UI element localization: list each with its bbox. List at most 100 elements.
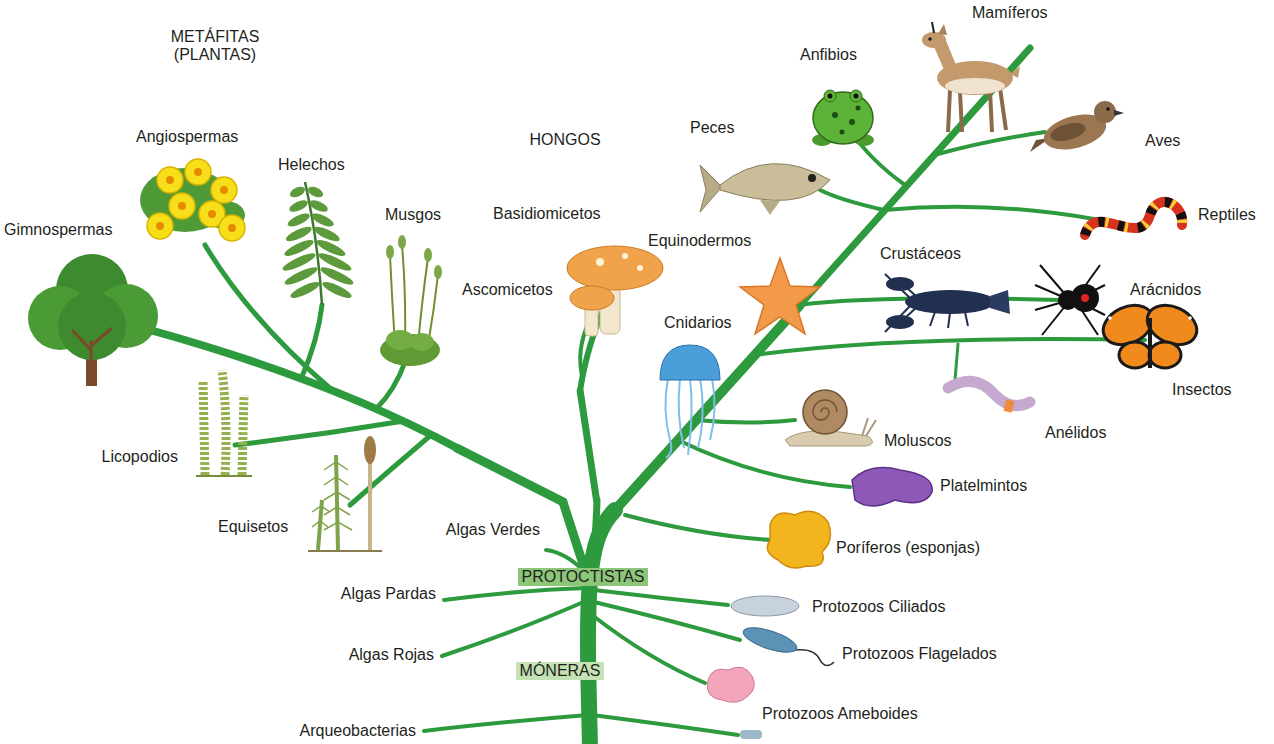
- deer-figure: [945, 78, 1005, 94]
- tree-branches: [934, 132, 1045, 155]
- bacterium-figure: [740, 730, 762, 739]
- starfish-figure: [740, 258, 820, 334]
- taxon-label: Platelmintos: [940, 477, 1027, 495]
- ciliate-figure: [731, 596, 799, 616]
- label-slot: Musgos: [385, 206, 441, 224]
- snake-figure: [1085, 202, 1182, 235]
- tree-branches: [800, 48, 1030, 305]
- label-slot: Peces: [690, 119, 734, 137]
- flatworm-figure: [852, 468, 932, 506]
- taxon-label: Basidiomicetos: [493, 205, 601, 223]
- label-slot: Protozoos Flagelados: [842, 645, 997, 663]
- frog-figure: [813, 92, 873, 144]
- flowering-plant: [140, 168, 230, 232]
- amoeba-figure: [707, 667, 754, 702]
- tree-branches: [592, 715, 738, 735]
- taxon-label: Poríferos (esponjas): [836, 539, 980, 557]
- label-slot: Gimnospermas: [4, 221, 112, 239]
- tree-branches: [235, 421, 404, 445]
- frog-figure: [849, 119, 855, 125]
- conifer-tree: [94, 284, 158, 348]
- flowering-plant: [178, 202, 186, 210]
- label-slot: Aves: [1145, 132, 1180, 150]
- spider-figure: [1071, 284, 1099, 312]
- moss-tuft: [402, 245, 405, 345]
- label-slot: Crustáceos: [880, 245, 961, 263]
- fern-frond: [306, 185, 324, 200]
- fish-figure: [700, 164, 830, 215]
- label-slot: Moluscos: [884, 432, 952, 450]
- taxon-label: Gimnospermas: [4, 221, 112, 239]
- butterfly-figure: [1119, 342, 1151, 368]
- tree-branches: [442, 600, 588, 656]
- fern-frond: [288, 185, 306, 200]
- group-heading: PROTOCTISTAS: [518, 568, 649, 586]
- tree-branches: [301, 305, 322, 379]
- fern-frond: [281, 185, 355, 301]
- sponge-figure: [767, 511, 830, 568]
- heading-slot: PROTOCTISTAS: [518, 568, 649, 586]
- moss-tuft: [390, 255, 395, 345]
- conifer-tree: [28, 254, 158, 386]
- frog-figure: [840, 130, 845, 135]
- fern-frond: [319, 264, 355, 287]
- bacterium-figure: [740, 730, 762, 739]
- frog-figure: [856, 106, 861, 111]
- moss-tuft: [424, 248, 432, 262]
- horsetail-plant: [318, 455, 338, 550]
- horsetail-plant: [324, 462, 348, 470]
- tree-branches: [820, 190, 884, 210]
- deer-figure: [932, 22, 934, 33]
- clubmoss-plant: [203, 370, 244, 475]
- fern-frond: [284, 224, 313, 244]
- butterfly-figure: [1149, 342, 1181, 368]
- fern-frond: [283, 264, 319, 287]
- taxon-label: Cnidarios: [664, 314, 732, 332]
- mushrooms: [600, 278, 620, 334]
- tree-branches: [150, 48, 1145, 744]
- jellyfish-figure: [688, 378, 692, 455]
- group-circle-fill: [3, 100, 483, 580]
- tree-branches: [799, 298, 1060, 305]
- label-slot: Poríferos (esponjas): [836, 539, 980, 557]
- flowering-plant: [156, 168, 236, 232]
- label-slot: Ascomicetos: [462, 281, 553, 299]
- fern-frond: [286, 211, 312, 229]
- fern-frond: [308, 198, 330, 215]
- conifer-tree: [28, 286, 92, 350]
- deer-figure: [922, 22, 1020, 132]
- flowering-plant: [166, 176, 174, 184]
- moss-tuft: [380, 334, 440, 366]
- horsetail-plant: [324, 477, 348, 485]
- tree-branches: [376, 362, 405, 409]
- label-slot: Reptiles: [1198, 206, 1256, 224]
- lobster-figure: [905, 290, 995, 314]
- flowering-plant: [147, 159, 245, 241]
- tree-branches: [955, 344, 958, 380]
- taxon-label: Insectos: [1172, 381, 1232, 399]
- horsetail-plant: [324, 522, 352, 530]
- deer-figure: [928, 37, 932, 41]
- flowering-plant: [205, 201, 245, 229]
- snake-figure: [1085, 202, 1182, 235]
- taxon-label: Licopodios: [102, 448, 179, 466]
- tree-branches: [850, 130, 905, 185]
- tree-branches: [444, 588, 588, 600]
- tree-branches: [884, 207, 1100, 220]
- clubmoss-plant: [196, 475, 252, 477]
- label-slot: Equisetos: [218, 518, 288, 536]
- label-slot: Protozoos Ameboides: [762, 705, 918, 723]
- jellyfish-figure: [698, 378, 703, 448]
- taxon-label: Mamíferos: [972, 4, 1048, 22]
- flowering-plant: [140, 159, 245, 241]
- lobster-figure: [990, 290, 1010, 314]
- frog-figure: [812, 134, 832, 146]
- taxon-label: Anélidos: [1045, 424, 1106, 442]
- mushrooms: [622, 253, 628, 259]
- tree-branches: [678, 440, 850, 487]
- tree-branches: [205, 245, 332, 390]
- moss-tuft: [434, 265, 442, 279]
- conifer-tree: [58, 292, 126, 360]
- horsetail-plant: [364, 436, 376, 464]
